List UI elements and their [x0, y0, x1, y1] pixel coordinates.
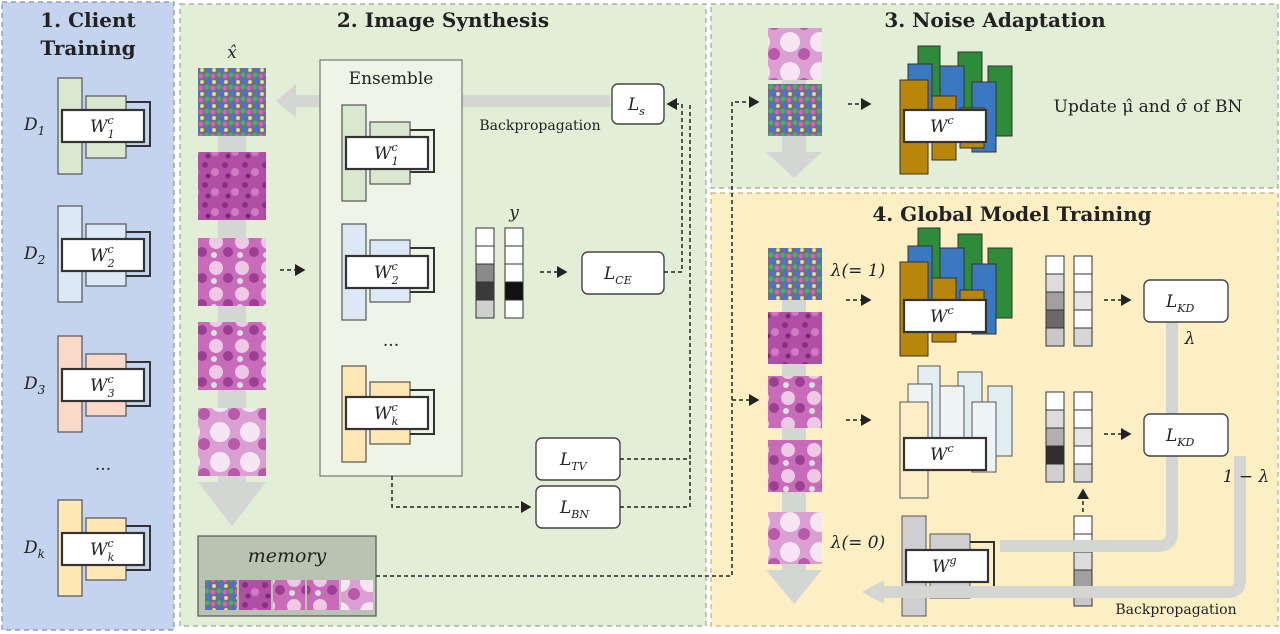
noise-adaptation-title: 3. Noise Adaptation [884, 8, 1106, 32]
client-model-3 [57, 335, 151, 433]
global-backprop-arrowhead [862, 580, 884, 604]
connector-ltv-to-ls [620, 104, 691, 460]
loss-ls: Ls [627, 95, 645, 118]
client-ellipsis: ... [95, 455, 111, 475]
loss-lbn: LBN [559, 498, 589, 521]
global-backprop-path-2 [880, 456, 1246, 598]
synth-image-3 [198, 322, 266, 390]
client-model-2 [57, 205, 151, 303]
client-dataset-2: D2 [23, 244, 45, 267]
client-model-1 [57, 77, 151, 175]
global-backprop-path [1000, 322, 1178, 552]
lkd-1: LKD [1165, 292, 1195, 315]
client-dataset-k: Dk [23, 538, 45, 561]
noise-image-1 [768, 28, 822, 80]
client-title-line2: Training [40, 36, 135, 60]
y-label: y [508, 203, 519, 223]
ensemble-model-1 [341, 104, 435, 202]
plain-output-vector [1045, 391, 1065, 483]
memory-image-3 [273, 580, 305, 610]
plain-model-weight: Wc [930, 442, 954, 465]
synth-image-1 [198, 152, 266, 220]
synthesis-backprop-label: Backpropagation [479, 118, 600, 134]
teacher-output-vector [1045, 255, 1065, 347]
connector-lbn-to-ls [620, 459, 691, 508]
client-title-line1: 1. Client [40, 8, 136, 32]
loss-lce-box [581, 251, 665, 295]
ensemble-label: Ensemble [349, 69, 434, 89]
lambda-zero-label: λ(= 0) [830, 533, 886, 553]
global-training-title: 4. Global Model Training [872, 202, 1151, 226]
synthesis-title: 2. Image Synthesis [337, 8, 549, 32]
loss-ls-box [611, 83, 665, 125]
client-model-k [57, 499, 151, 597]
noise-model-weight: Wc [930, 114, 954, 137]
global-image-2 [768, 376, 822, 428]
connector-ensemble-to-lbn [391, 476, 532, 513]
ensemble-output-vector [475, 227, 495, 319]
student-weight: Wg [932, 554, 957, 577]
client-dataset-1: D1 [23, 115, 45, 138]
synth-image-2 [198, 238, 266, 306]
memory-label: memory [248, 545, 327, 567]
teacher-weight: Wc [930, 304, 954, 327]
connector-memory-to-global [376, 96, 760, 577]
loss-lce: LCE [603, 264, 632, 287]
loss-lbn-box [535, 485, 621, 529]
client-dataset-3: D3 [23, 374, 46, 397]
one-minus-lambda-label: 1 − λ [1223, 467, 1270, 487]
global-image-1 [768, 312, 822, 364]
label-vector-y [504, 227, 524, 319]
memory-image-5 [341, 580, 373, 610]
lambda-one-label: λ(= 1) [830, 261, 886, 281]
ensemble-model-k [341, 365, 435, 463]
student-output-vector-2 [1073, 391, 1093, 483]
connector-lce-to-ls [664, 98, 683, 273]
synth-image-4 [198, 408, 266, 476]
loss-ltv-box [535, 437, 621, 481]
ensemble-ellipsis: ... [383, 331, 399, 351]
global-image-noise [768, 248, 822, 300]
lkd-box-2 [1143, 413, 1229, 457]
global-backprop-label: Backpropagation [1115, 602, 1236, 618]
xhat-label: x̂ [227, 43, 237, 63]
ensemble-model-2 [341, 223, 435, 321]
noise-update-text: Update μ̂ and σ̂ of BN [1054, 97, 1243, 117]
noise-model [899, 45, 1013, 175]
loss-ltv: LTV [559, 450, 588, 473]
noise-image-2 [768, 84, 822, 136]
lkd-2: LKD [1165, 426, 1195, 449]
memory-image-4 [307, 580, 339, 610]
memory-image-2 [239, 580, 271, 610]
global-student-model [901, 515, 995, 617]
student-output-vector-1 [1073, 255, 1093, 347]
memory-image-1 [205, 580, 237, 610]
global-image-3 [768, 440, 822, 492]
synth-image-noise [198, 68, 266, 136]
lambda-label: λ [1184, 329, 1196, 349]
global-plain-model [899, 365, 1013, 499]
lkd-box-1 [1143, 279, 1229, 323]
global-teacher-model [899, 227, 1013, 357]
global-image-4 [768, 512, 822, 564]
